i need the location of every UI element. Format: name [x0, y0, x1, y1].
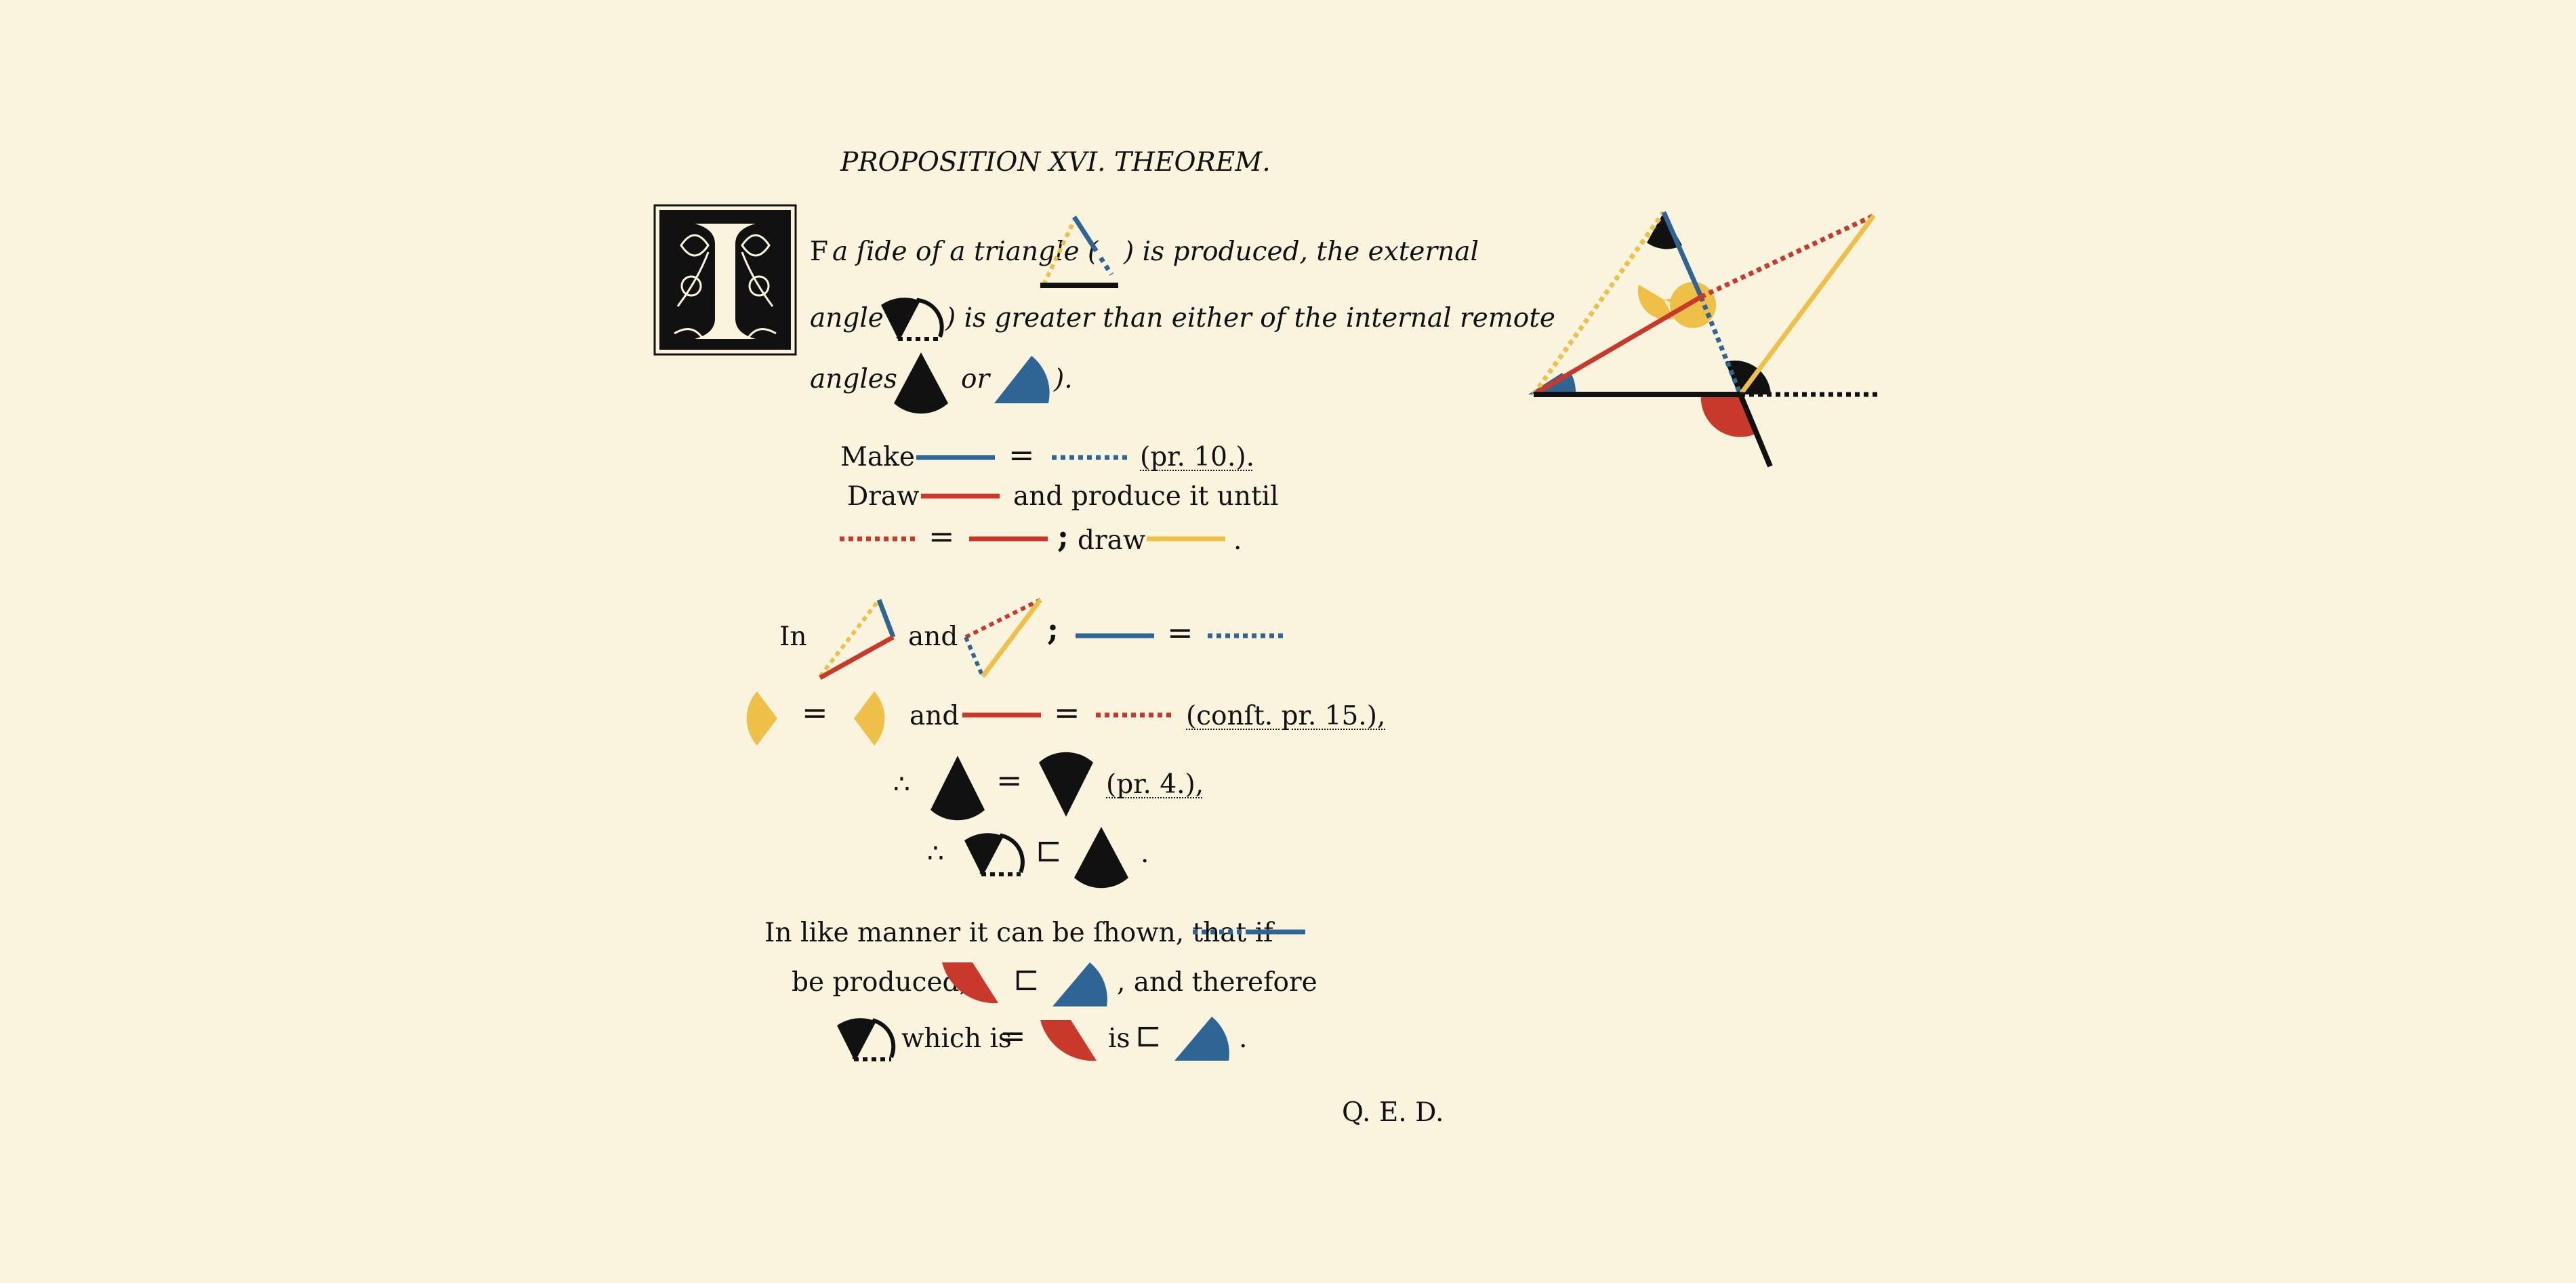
- equals-sign: =: [1167, 614, 1193, 651]
- triangle-right-icon: [964, 598, 1042, 678]
- red-line-icon: [969, 536, 1048, 542]
- drop-cap-continuation: F: [810, 237, 829, 267]
- reference-const-pr15: (conſt. pr. 15.),: [1186, 701, 1386, 731]
- semicolon: ;: [1057, 518, 1069, 554]
- period: .: [1141, 838, 1149, 869]
- triangle-icon: [1040, 216, 1118, 288]
- blue-line-icon: [1076, 633, 1154, 638]
- page-title: PROPOSITION XVI. THEOREM.: [840, 147, 1271, 178]
- and-therefore-text: , and therefore: [1117, 967, 1317, 998]
- period: .: [1239, 1023, 1248, 1054]
- therefore-symbol: ∴: [927, 838, 944, 869]
- therefore-symbol: ∴: [893, 769, 910, 800]
- period: .: [1233, 525, 1242, 556]
- black-angle-icon: [894, 352, 948, 414]
- external-angle-icon: [964, 833, 1025, 876]
- ornamental-drop-cap-I-icon: [653, 204, 797, 356]
- blue-angle-icon: [1174, 1017, 1229, 1061]
- enunciation-text-2: ) is produced, the external: [1124, 237, 1479, 267]
- equals-sign: =: [1008, 436, 1035, 473]
- enunciation-or: or: [961, 364, 990, 394]
- red-line-icon: [921, 493, 1000, 499]
- red-angle-icon: [942, 962, 998, 1004]
- yellow-angle-fill: [1670, 282, 1716, 328]
- blue-dotted-line-icon: [1052, 455, 1130, 460]
- make-label: Make: [840, 442, 915, 472]
- reference-pr10: (pr. 10.).: [1140, 442, 1254, 472]
- red-angle-icon: [1040, 1020, 1097, 1061]
- is-text: is: [1108, 1023, 1130, 1054]
- black-angle-inverted-icon: [1039, 752, 1093, 817]
- greater-than-symbol: ⊏: [1013, 961, 1040, 998]
- semicolon: ;: [1047, 611, 1059, 647]
- in-label: In: [779, 622, 807, 652]
- main-geometric-diagram: [1528, 203, 1881, 468]
- enunciation-text-1: a ſide of a triangle (: [832, 237, 1099, 267]
- like-manner-text: In like manner it can be ſhown, that if: [764, 918, 1273, 948]
- yellow-angle-icon: [746, 691, 777, 746]
- and-label: and: [908, 622, 958, 652]
- black-angle-icon: [1074, 827, 1128, 889]
- black-angle-icon: [931, 756, 985, 821]
- greater-than-symbol: ⊏: [1135, 1017, 1162, 1054]
- qed: Q. E. D.: [1342, 1097, 1444, 1128]
- triangle-left-icon: [818, 598, 896, 680]
- red-line-icon: [962, 712, 1041, 718]
- yellow-angle-icon: [854, 691, 885, 746]
- produce-text: and produce it until: [1013, 481, 1279, 512]
- and-label: and: [909, 701, 960, 731]
- enunciation-text-6: ).: [1054, 364, 1073, 394]
- blue-dotted-line-icon: [1208, 633, 1286, 638]
- greater-than-symbol: ⊏: [1036, 832, 1062, 869]
- black-apex-angle-fill: [1647, 212, 1682, 249]
- equals-sign: =: [996, 762, 1023, 798]
- red-dotted-line-icon: [1096, 712, 1174, 718]
- blue-dotted-solid-line-icon: [1193, 929, 1305, 935]
- draw-label: Draw: [847, 481, 920, 512]
- enunciation-text-4: ) is greater than either of the internal…: [945, 303, 1555, 333]
- draw-label-2: draw: [1078, 525, 1146, 556]
- equals-sign: =: [928, 518, 955, 554]
- blue-angle-icon: [994, 356, 1050, 403]
- blue-angle-icon: [1052, 962, 1107, 1006]
- equals-sign: =: [802, 694, 828, 731]
- equals-sign: =: [1054, 694, 1080, 731]
- equals-sign: =: [1000, 1017, 1026, 1054]
- be-produced-text: be produced,: [792, 967, 968, 998]
- yellow-line-icon: [1147, 536, 1225, 542]
- which-is-text: which is: [901, 1023, 1012, 1054]
- blue-line-icon: [916, 455, 995, 460]
- reference-pr4: (pr. 4.),: [1106, 769, 1204, 800]
- external-angle-icon: [881, 298, 944, 341]
- enunciation-text-5: angles (: [810, 364, 916, 394]
- external-angle-icon: [837, 1018, 896, 1061]
- red-dotted-line-icon: [840, 536, 915, 542]
